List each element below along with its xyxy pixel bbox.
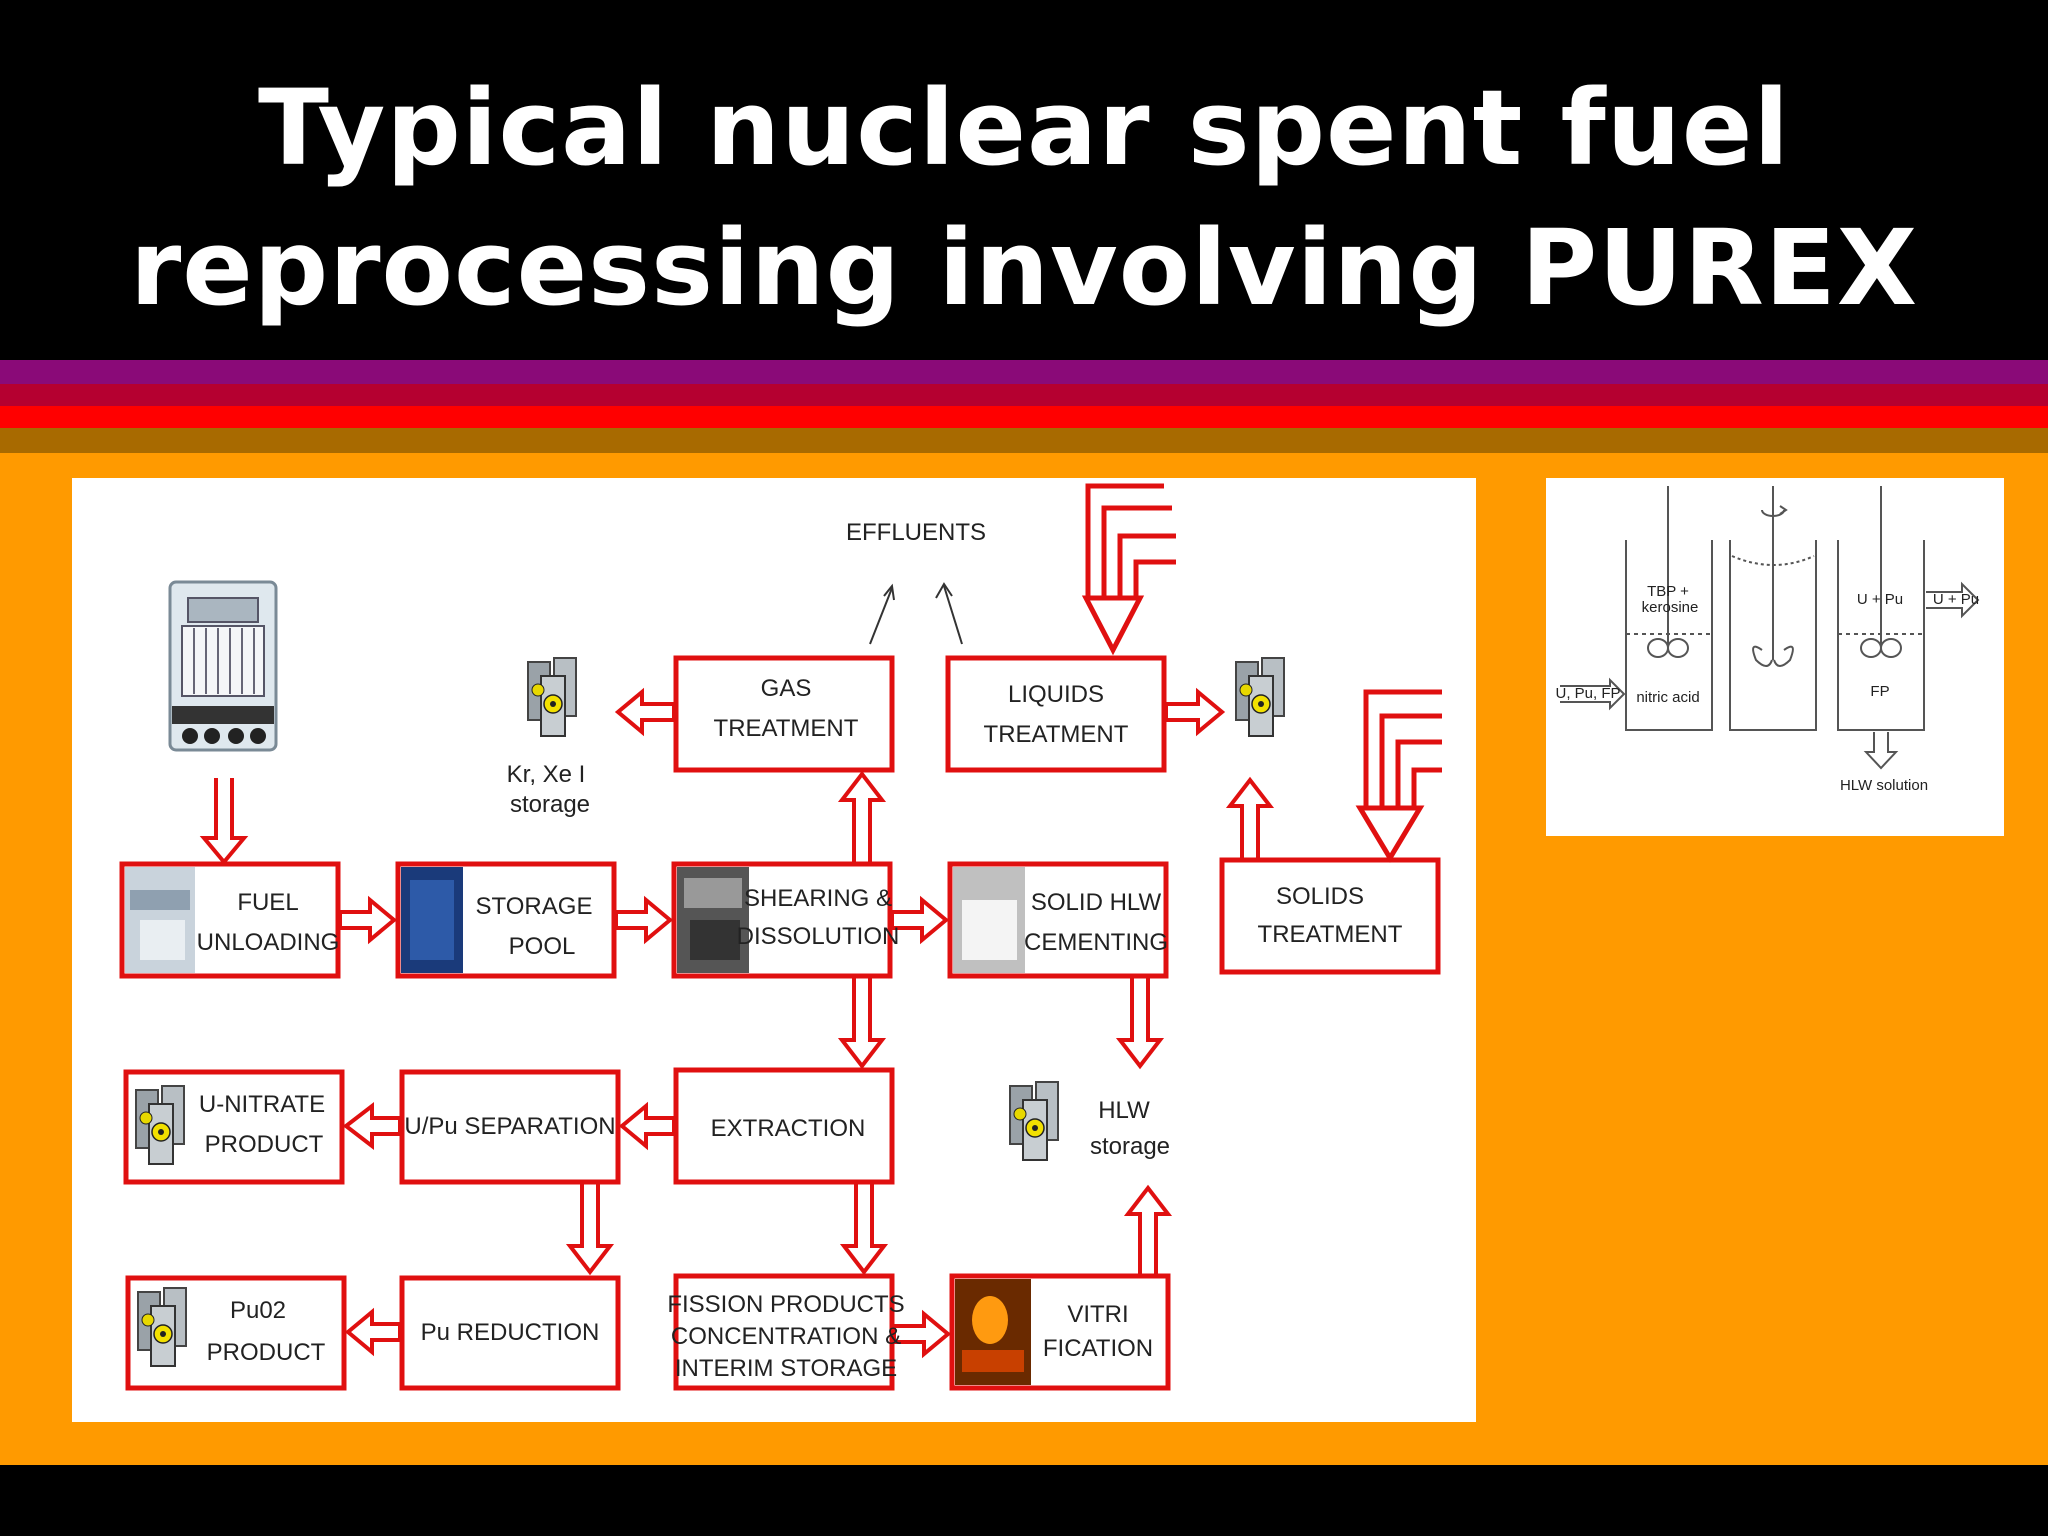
- vitrification-photo: [955, 1279, 1031, 1385]
- fuel-unloading-label-1: FUEL: [237, 889, 298, 916]
- vitrification-box: [949, 1273, 1171, 1391]
- shearing-photo: [677, 867, 749, 973]
- kr-xe-storage-label-2: storage: [510, 791, 590, 818]
- arrow-separation-to-reduction: [565, 1184, 615, 1276]
- hlw-drum-icon: [1009, 1081, 1059, 1161]
- u-nitrate-drum-icon: [135, 1085, 185, 1165]
- fp-label: FP: [1870, 683, 1889, 700]
- tbp-label-2: kerosine: [1642, 599, 1699, 616]
- arrow-extraction-to-separation: [618, 1101, 676, 1151]
- title-bar: Typical nuclear spent fuel reprocessing …: [0, 0, 2048, 360]
- slide-title-line-1: Typical nuclear spent fuel: [257, 67, 1791, 189]
- vitrification-label-2: FICATION: [1043, 1335, 1153, 1362]
- effluents-label: EFFLUENTS: [846, 519, 986, 546]
- kr-xe-drum-icon: [527, 657, 577, 737]
- stripe-purple: [0, 360, 2048, 384]
- arrow-cementing-to-hlw: [1115, 978, 1165, 1070]
- arrow-shearing-to-cementing: [890, 895, 950, 945]
- fuel-unloading-photo: [125, 867, 195, 973]
- arrow-liquids-to-drum: [1164, 687, 1226, 737]
- storage-pool-label-1: STORAGE: [476, 893, 593, 920]
- arrow-pool-to-shearing: [614, 895, 674, 945]
- fission-label-1: FISSION PRODUCTS: [667, 1291, 904, 1318]
- arrow-shearing-to-gas: [837, 770, 887, 862]
- u-nitrate-product-box: [123, 1069, 345, 1185]
- arrow-vitri-to-hlw: [1123, 1184, 1173, 1274]
- slide-title-line-2: reprocessing involving PUREX: [129, 207, 1919, 329]
- footer-bar: [0, 1465, 2048, 1536]
- liquids-feed-lines: [1081, 483, 1176, 656]
- puo2-product-box: [125, 1275, 347, 1391]
- hlw-down-arrow-icon: [1863, 732, 1899, 770]
- feed-in-arrow-icon: [1560, 677, 1626, 711]
- effluent-arrows: [869, 582, 963, 645]
- extraction-label: EXTRACTION: [711, 1115, 866, 1142]
- puo2-label-1: Pu02: [230, 1297, 286, 1324]
- hlw-storage-label-2: storage: [1090, 1133, 1170, 1160]
- feed-label: U, Pu, FP: [1555, 685, 1620, 702]
- liquids-treatment-box: [945, 655, 1167, 773]
- fuel-unloading-label-2: UNLOADING: [197, 929, 340, 956]
- shearing-label-2: DISSOLUTION: [737, 923, 900, 950]
- u-pu-out-label: U + Pu: [1933, 591, 1979, 608]
- product-out-arrow-icon: [1926, 581, 1980, 619]
- slide-title: Typical nuclear spent fuel reprocessing …: [0, 58, 2048, 338]
- tbp-label-1: TBP +: [1647, 583, 1689, 600]
- pu-reduction-label: Pu REDUCTION: [421, 1319, 600, 1346]
- hlw-storage-label-1: HLW: [1098, 1097, 1150, 1124]
- solids-feed-lines: [1355, 689, 1442, 863]
- transport-cask-icon: [168, 580, 278, 752]
- cementing-label-1: SOLID HLW: [1031, 889, 1162, 916]
- gas-treatment-label-2: TREATMENT: [714, 715, 859, 742]
- arrow-unloading-to-pool: [338, 895, 398, 945]
- arrow-gas-to-drum: [614, 687, 676, 737]
- cementing-label-2: CEMENTING: [1024, 929, 1168, 956]
- reprocessing-flowchart: EFFLUENTS GAS TREATMENT LIQUIDS TREATMEN…: [72, 478, 1476, 1422]
- arrow-fission-to-vitri: [892, 1309, 952, 1359]
- fission-label-3: INTERIM STORAGE: [675, 1355, 897, 1382]
- solids-treatment-label-2: TREATMENT: [1258, 921, 1403, 948]
- stripe-brown: [0, 428, 2048, 453]
- hlw-solution-label: HLW solution: [1840, 777, 1928, 794]
- arrow-shearing-to-extraction: [837, 978, 887, 1070]
- u-pu-tank-label: U + Pu: [1857, 591, 1903, 608]
- arrow-separation-to-unitrate: [342, 1101, 402, 1151]
- nitric-acid-label: nitric acid: [1636, 689, 1699, 706]
- gas-treatment-label-1: GAS: [761, 675, 812, 702]
- liquids-treatment-label-1: LIQUIDS: [1008, 681, 1104, 708]
- solids-treatment-box: [1219, 857, 1441, 975]
- mixer-settler-diagram: TBP + kerosine nitric acid U, Pu, FP U +…: [1546, 478, 2004, 836]
- cementing-photo: [953, 867, 1025, 973]
- stripe-crimson: [0, 384, 2048, 406]
- u-pu-separation-label: U/Pu SEPARATION: [404, 1113, 615, 1140]
- solids-treatment-label-1: SOLIDS: [1276, 883, 1364, 910]
- stripe-red: [0, 406, 2048, 428]
- arrow-extraction-to-fission: [839, 1184, 889, 1276]
- shearing-label-1: SHEARING &: [744, 885, 892, 912]
- kr-xe-storage-label-1: Kr, Xe I: [507, 761, 586, 788]
- vitrification-label-1: VITRI: [1067, 1301, 1128, 1328]
- liquids-treatment-label-2: TREATMENT: [984, 721, 1129, 748]
- u-nitrate-label-1: U-NITRATE: [199, 1091, 325, 1118]
- arrow-solids-to-drum: [1225, 776, 1275, 858]
- storage-pool-photo: [401, 867, 463, 973]
- puo2-label-2: PRODUCT: [207, 1339, 326, 1366]
- fission-label-2: CONCENTRATION &: [671, 1323, 901, 1350]
- liquids-drum-icon: [1235, 657, 1285, 737]
- arrow-reduction-to-puo2: [344, 1307, 402, 1357]
- puo2-drum-icon: [137, 1287, 187, 1367]
- solid-hlw-cementing-box: [947, 861, 1169, 979]
- u-nitrate-label-2: PRODUCT: [205, 1131, 324, 1158]
- arrow-cask-down: [199, 778, 249, 866]
- storage-pool-label-2: POOL: [509, 933, 576, 960]
- mixer-tank: [1729, 540, 1817, 731]
